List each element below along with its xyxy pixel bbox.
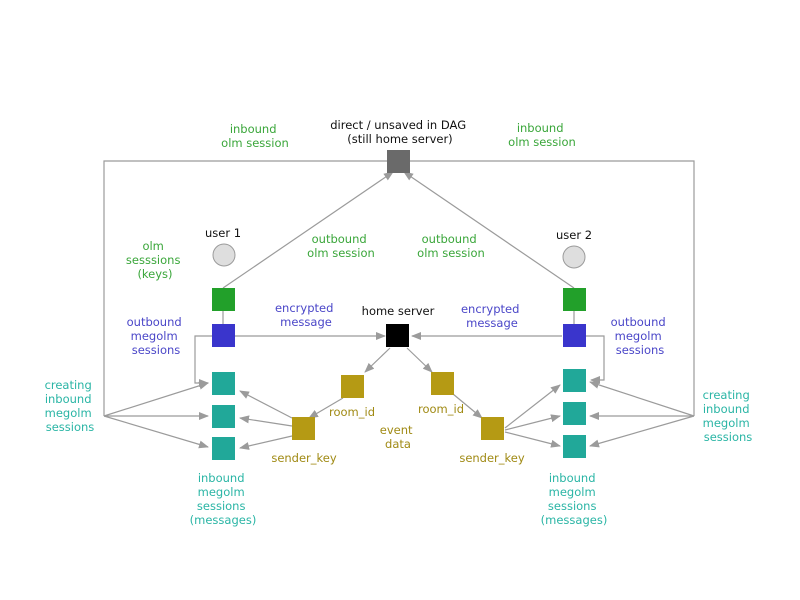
room-id-left-label: room_id <box>329 405 375 419</box>
home-server-node <box>386 324 409 347</box>
sender-key-right-label: sender_key <box>459 451 525 465</box>
sender-to-inbound-left-1 <box>239 390 293 419</box>
user1-outbound-megolm-node <box>212 324 235 347</box>
user2-inbound-megolm-3 <box>563 435 586 458</box>
outbound-olm-left-label: outbound olm session <box>307 232 375 260</box>
creating-right-label: creating inbound megolm sessions <box>703 388 754 444</box>
sender-key-node-left <box>292 417 315 440</box>
olm-bracket-right <box>398 160 695 416</box>
user2-outbound-megolm-node <box>563 324 586 347</box>
hs-to-roomid-left <box>364 347 391 373</box>
user2-avatar <box>562 245 586 269</box>
creating-left-3 <box>103 415 209 449</box>
room-id-node-right <box>431 372 454 395</box>
creating-right-3 <box>589 415 695 448</box>
user2-olm-node <box>563 288 586 311</box>
nodes <box>212 150 586 460</box>
outbound-megolm-right-label: outbound megolm sessions <box>611 315 670 357</box>
encrypted-right-label: encrypted message <box>461 302 523 330</box>
sender-to-inbound-left-2 <box>239 415 293 427</box>
sender-to-inbound-left-3 <box>239 435 293 450</box>
labels: direct / unsaved in DAG (still home serv… <box>45 118 754 527</box>
home-server-label: home server <box>362 304 435 318</box>
inbound-megolm-left-label: inbound megolm sessions (messages) <box>190 471 257 527</box>
sender-to-inbound-right-1 <box>504 384 561 429</box>
user1-olm-node <box>212 288 235 311</box>
user2-inbound-megolm-2 <box>563 402 586 425</box>
megolm-loop-right <box>586 335 605 384</box>
outbound-olm-right-label: outbound olm session <box>417 232 485 260</box>
room-id-right-label: room_id <box>418 402 464 416</box>
user1-inbound-megolm-1 <box>212 372 235 395</box>
user1-inbound-megolm-2 <box>212 405 235 428</box>
outbound-olm-line-left <box>222 171 394 289</box>
user1-label: user 1 <box>205 226 241 240</box>
sender-key-left-label: sender_key <box>271 451 337 465</box>
creating-left-label: creating inbound megolm sessions <box>45 378 96 434</box>
creating-left-1 <box>103 381 209 417</box>
olm-sessions-keys-label: olm sesssions (keys) <box>126 239 184 281</box>
megolm-loop-left <box>194 335 212 387</box>
hs-to-roomid-right <box>406 347 433 373</box>
sender-key-node-right <box>481 417 504 440</box>
connectors <box>103 160 695 450</box>
sender-to-inbound-right-3 <box>504 431 561 448</box>
outbound-olm-line-right <box>403 171 575 289</box>
inbound-megolm-right-label: inbound megolm sessions (messages) <box>541 471 608 527</box>
olm-bracket-left <box>103 160 398 416</box>
user1-inbound-megolm-3 <box>212 437 235 460</box>
inbound-olm-right-label: inbound olm session <box>508 121 576 149</box>
direct-node-label: direct / unsaved in DAG (still home serv… <box>330 118 470 146</box>
inbound-olm-left-label: inbound olm session <box>221 122 289 150</box>
roomid-to-sender-left <box>308 397 344 419</box>
direct-node <box>387 150 410 173</box>
creating-right-1 <box>589 380 695 417</box>
user2-label: user 2 <box>556 228 592 242</box>
encrypted-left-label: encrypted message <box>275 301 337 329</box>
outbound-megolm-left-label: outbound megolm sessions <box>127 315 186 357</box>
sender-to-inbound-right-2 <box>504 414 561 431</box>
event-data-label: event data <box>380 423 416 451</box>
user2-inbound-megolm-1 <box>563 369 586 392</box>
room-id-node-left <box>341 375 364 398</box>
roomid-to-sender-right <box>452 393 483 419</box>
user1-avatar <box>212 243 236 267</box>
